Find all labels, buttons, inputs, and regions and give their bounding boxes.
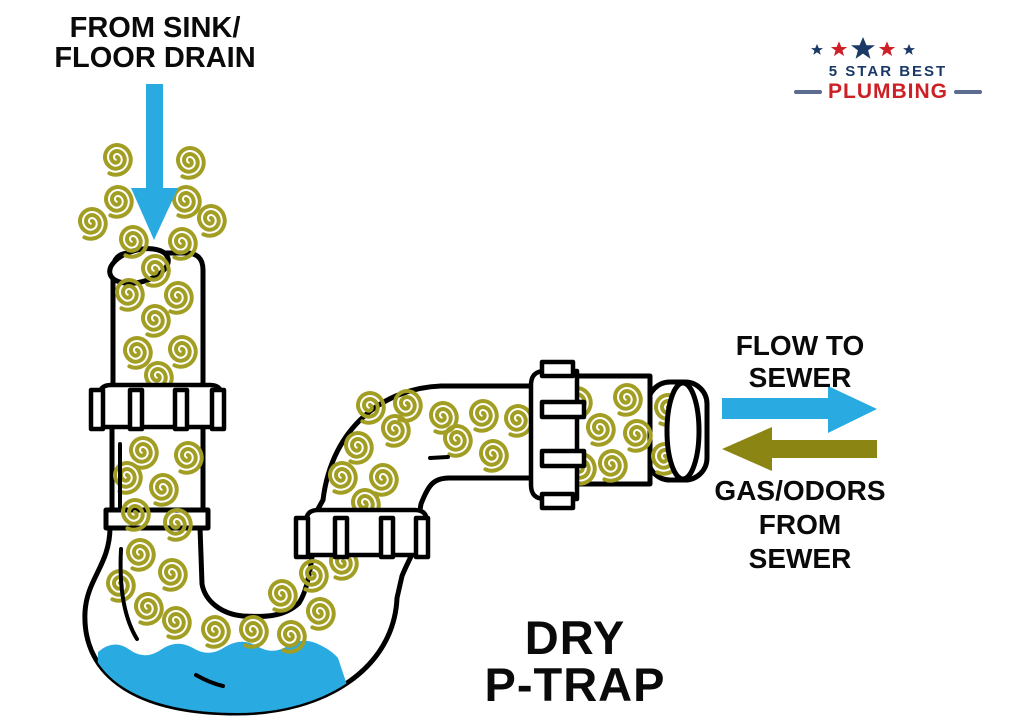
- gas-label-line1: GAS/ODORS: [714, 475, 886, 506]
- flow-to-sewer-arrow-icon: [722, 386, 877, 433]
- inlet-label: FROM SINK/ FLOOR DRAIN: [25, 13, 285, 73]
- logo-right-dash: [954, 90, 982, 94]
- pipe-highlight-marks: [118, 442, 450, 641]
- gas-label-line3: SEWER: [748, 543, 852, 574]
- inflow-down-arrow-icon: [131, 84, 178, 240]
- water-highlight-dash: [194, 673, 225, 688]
- outlet-pipe-rim: [664, 380, 702, 482]
- title-line2: P-TRAP: [484, 658, 666, 711]
- gas-from-sewer-label: GAS/ODORS FROM SEWER: [690, 474, 910, 576]
- diagram-title: DRY P-TRAP: [455, 614, 695, 708]
- trap-slip-nut: [293, 507, 431, 560]
- trap-water: [96, 640, 352, 713]
- union-nut: [528, 359, 587, 511]
- logo-left-dash: [794, 90, 822, 94]
- inlet-slip-nut: [88, 382, 227, 432]
- flow-to-sewer-label: FLOW TO SEWER: [700, 330, 900, 394]
- company-logo: 5 STAR BEST PLUMBING: [788, 36, 988, 103]
- title-line1: DRY: [524, 611, 626, 664]
- logo-stars: [788, 36, 988, 62]
- flow-label-line1: FLOW TO: [735, 330, 865, 361]
- gas-label-line2: FROM: [758, 509, 842, 540]
- inlet-label-line1: FROM SINK/: [69, 12, 241, 44]
- star-row-icon: [811, 37, 915, 59]
- flow-label-line2: SEWER: [748, 362, 852, 393]
- logo-plumbing-text: PLUMBING: [828, 80, 948, 103]
- logo-plumbing-row: PLUMBING: [788, 81, 988, 103]
- gas-from-sewer-arrow-icon: [722, 427, 877, 471]
- logo-name-text: 5 STAR BEST: [828, 63, 948, 80]
- inlet-label-line2: FLOOR DRAIN: [54, 42, 256, 74]
